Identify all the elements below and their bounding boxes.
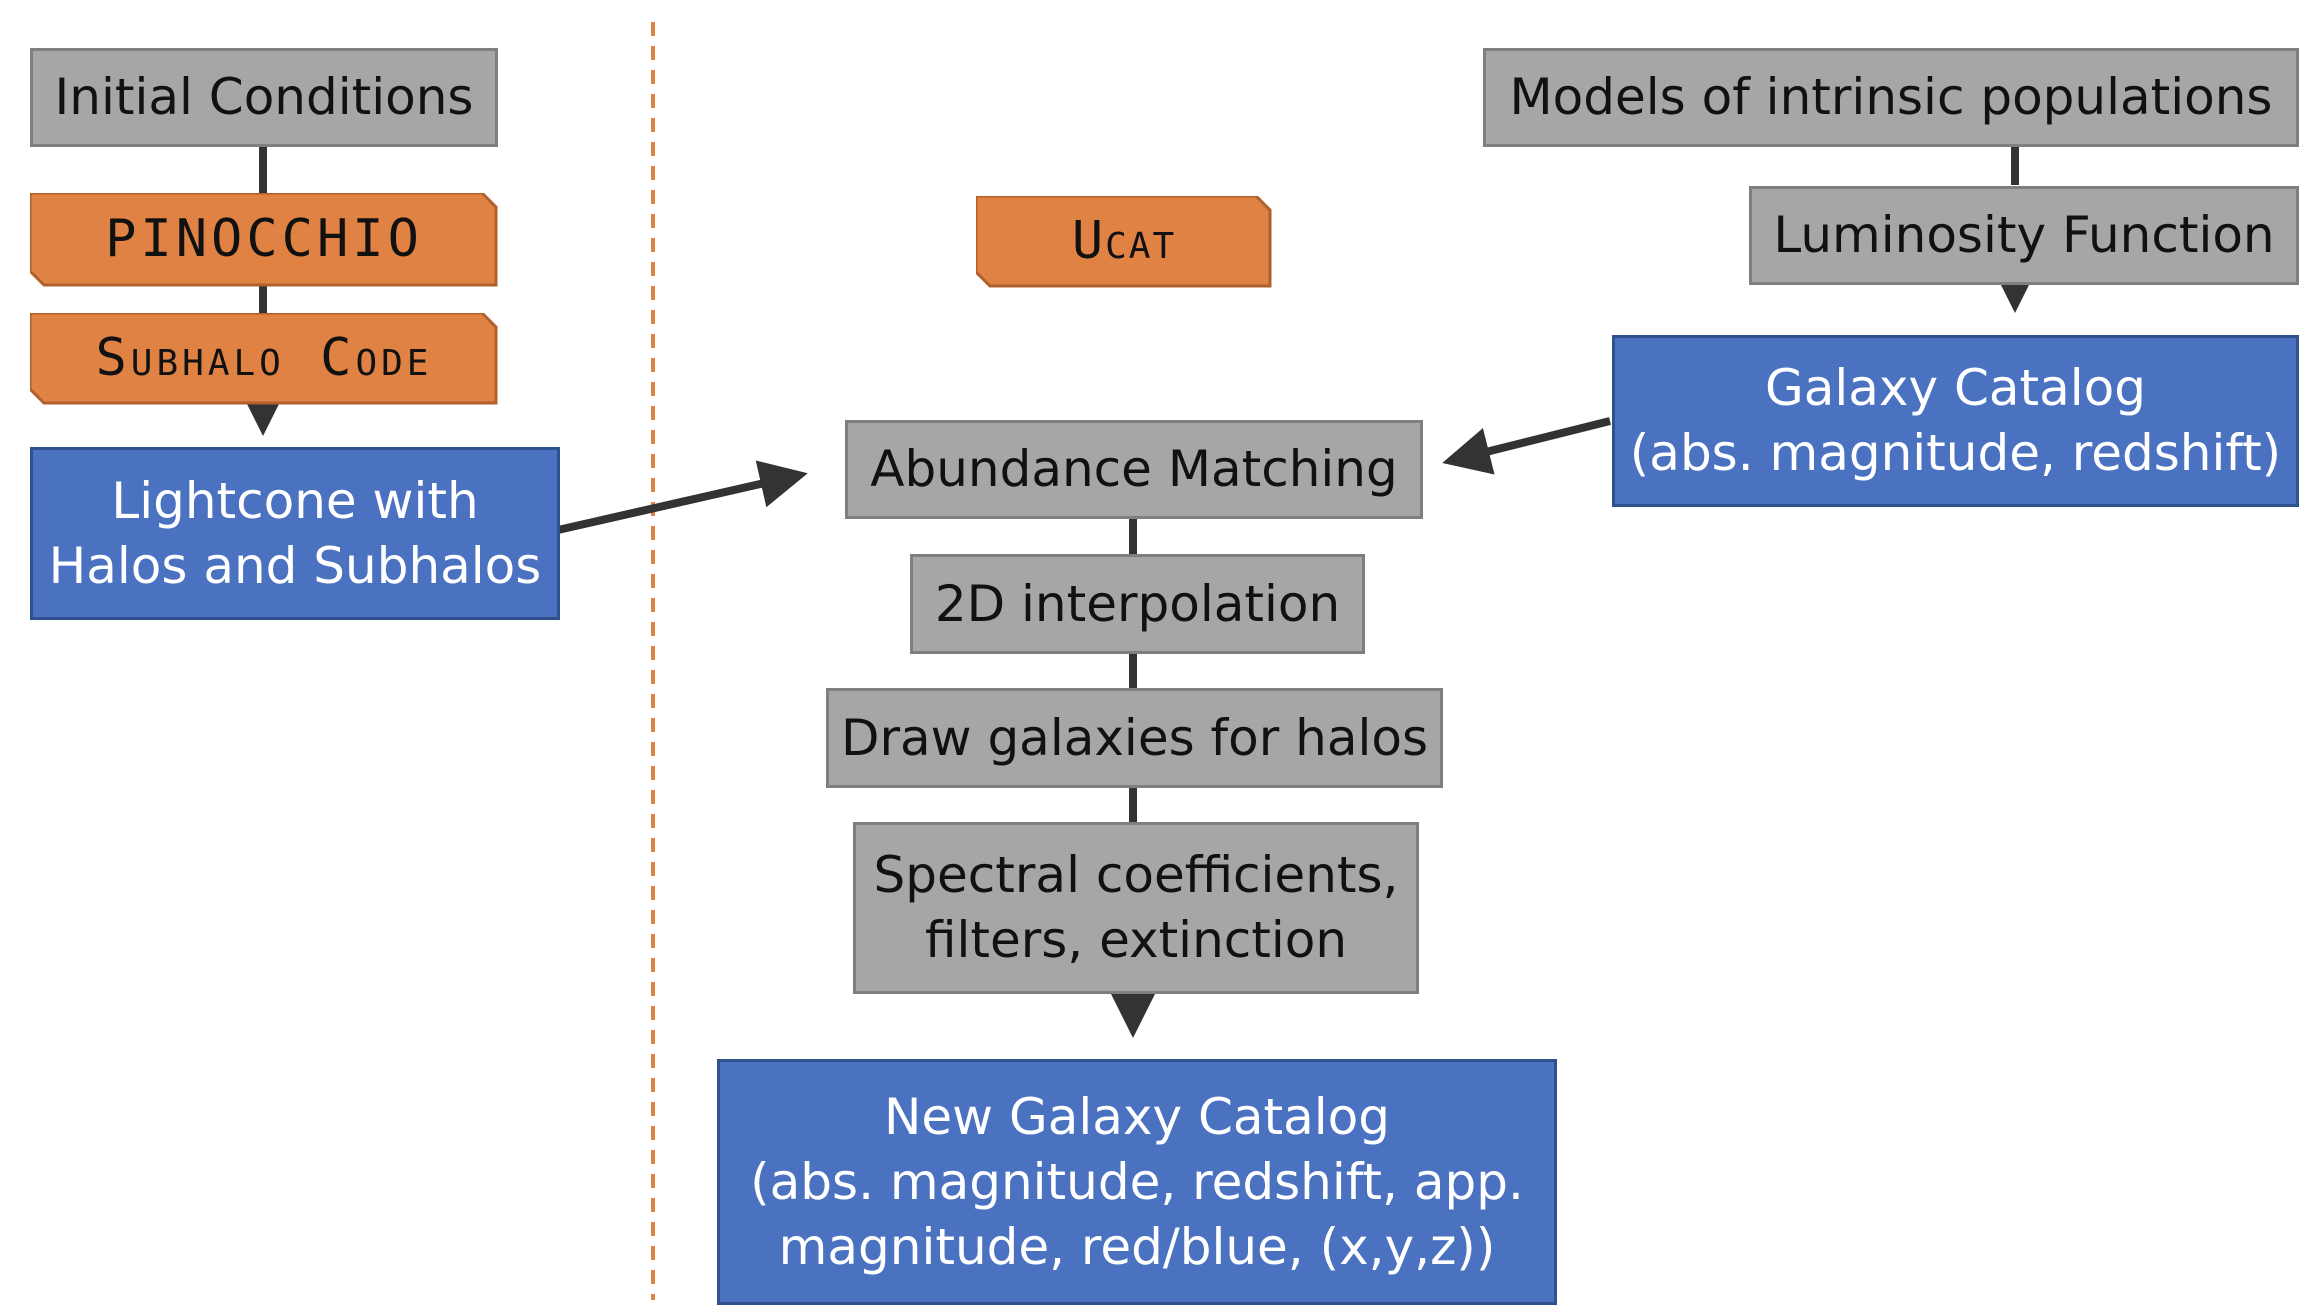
ucat-tag-shape — [976, 196, 1272, 288]
interpolation-box: 2D interpolation — [910, 554, 1365, 654]
pinocchio-label: PINOCCHIO — [105, 209, 423, 270]
pinocchio-tag: PINOCCHIO — [30, 193, 498, 287]
spectral-line-1: Spectral coefficients, — [873, 846, 1399, 904]
interpolation-label: 2D interpolation — [934, 574, 1341, 633]
models-box: Models of intrinsic populations — [1483, 48, 2299, 147]
pinocchio-tag-shape — [30, 193, 498, 287]
ucat-tag: Ucat — [976, 196, 1272, 288]
new-catalog-line-1: New Galaxy Catalog — [884, 1087, 1390, 1146]
new-catalog-line-2: (abs. magnitude, redshift, app. — [750, 1152, 1524, 1211]
abundance-matching-box: Abundance Matching — [845, 420, 1423, 519]
subhalo-code-tag-shape — [30, 313, 498, 405]
luminosity-function-label: Luminosity Function — [1773, 206, 2275, 264]
spectral-box: Spectral coefficients, filters, extincti… — [853, 822, 1419, 994]
initial-conditions-box: Initial Conditions — [30, 48, 498, 147]
draw-galaxies-label: Draw galaxies for halos — [840, 708, 1429, 767]
galaxy-catalog-line-1: Galaxy Catalog — [1764, 359, 2146, 417]
initial-conditions-label: Initial Conditions — [54, 68, 474, 126]
spectral-line-2: filters, extinction — [924, 911, 1348, 969]
subhalo-code-label: Subhalo Code — [95, 328, 433, 389]
galaxy-catalog-box: Galaxy Catalog (abs. magnitude, redshift… — [1612, 335, 2299, 507]
lightcone-line-2: Halos and Subhalos — [48, 536, 542, 595]
draw-galaxies-box: Draw galaxies for halos — [826, 688, 1443, 788]
subhalo-code-tag: Subhalo Code — [30, 313, 498, 405]
lightcone-line-1: Lightcone with — [111, 471, 479, 530]
arrow-catalog-abundance — [1442, 417, 1611, 475]
luminosity-function-box: Luminosity Function — [1749, 186, 2299, 285]
abundance-matching-label: Abundance Matching — [870, 440, 1398, 498]
lightcone-box: Lightcone with Halos and Subhalos — [30, 447, 560, 620]
ucat-label: Ucat — [1071, 211, 1177, 272]
new-galaxy-catalog-box: New Galaxy Catalog (abs. magnitude, reds… — [717, 1059, 1557, 1305]
new-catalog-line-3: magnitude, red/blue, (x,y,z)) — [778, 1217, 1496, 1276]
arrow-lightcone-abundance — [557, 460, 808, 534]
models-label: Models of intrinsic populations — [1509, 68, 2273, 126]
galaxy-catalog-line-2: (abs. magnitude, redshift) — [1629, 424, 2282, 482]
